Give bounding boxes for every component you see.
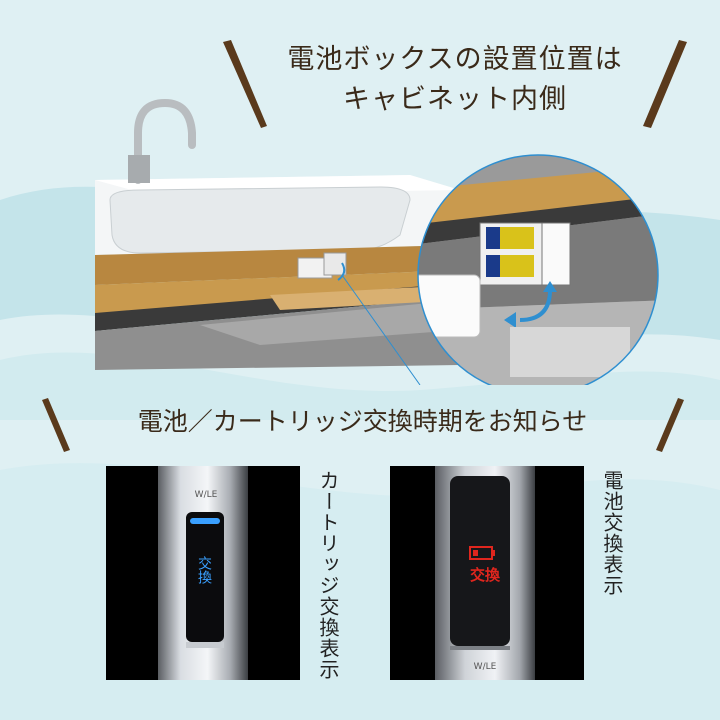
middle-accent-right-stroke xyxy=(656,398,684,452)
top-heading: 電池ボックスの設置位置は キャビネット内側 xyxy=(255,40,655,120)
cabinet-illustration xyxy=(95,98,659,385)
faucet-body-right xyxy=(435,466,535,680)
cartridge-indicator-text: 交換 xyxy=(196,556,212,584)
top-heading-line2: キャビネット内側 xyxy=(343,84,567,115)
cartridge-indicator-label: カートリッジ交換表示 xyxy=(316,470,340,680)
middle-accent-left-stroke xyxy=(42,398,70,452)
heading-accent-right-stroke xyxy=(643,40,687,128)
cartridge-indicator-photo: W/LE 交換 xyxy=(106,466,300,680)
battery-indicator-label: 電池交換表示 xyxy=(600,470,624,596)
faucet-body-left xyxy=(158,466,248,680)
battery-icon xyxy=(469,546,495,560)
top-heading-line1: 電池ボックスの設置位置は xyxy=(287,44,623,75)
battery-indicator-text: 交換 xyxy=(469,566,500,584)
heading-accent-left-stroke xyxy=(223,40,267,128)
battery-indicator-photo: 交換 W/LE xyxy=(390,466,584,680)
middle-heading: 電池／カートリッジ交換時期をお知らせ xyxy=(137,407,588,436)
left-top-mark: W/LE xyxy=(194,490,218,500)
right-bottom-mark: W/LE xyxy=(473,662,497,672)
